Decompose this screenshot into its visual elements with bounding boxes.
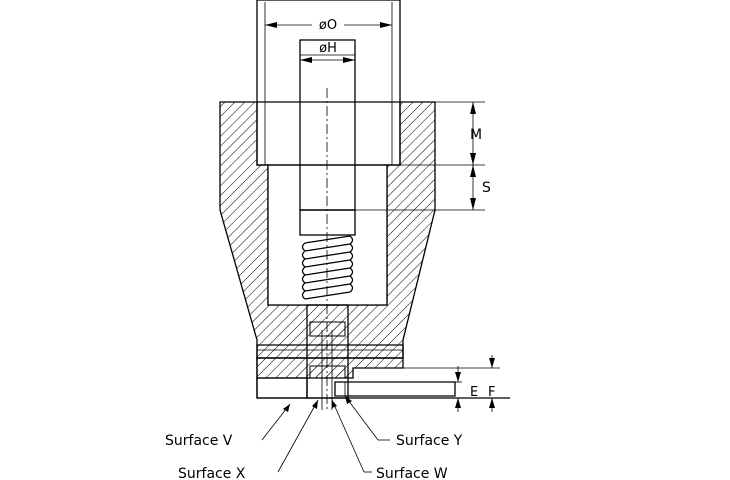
dimension-m: M [470,102,482,165]
spring [301,235,354,303]
pin-tip [299,209,356,236]
leader-surface-w [331,399,372,473]
plunger-hatch-top [309,321,346,337]
dimension-h: øH [300,41,355,63]
dimension-s: S [470,165,491,210]
leader-surface-y [344,395,390,441]
dimension-o: øO [264,2,393,165]
dimension-h-label: øH [319,41,337,56]
surface-x-label: Surface X [178,466,246,480]
leader-surface-x [277,399,319,473]
dimension-e-label: E [470,385,478,400]
dimension-e: E [455,366,478,412]
surface-y-label: Surface Y [396,433,463,449]
surface-y-plate [334,381,456,397]
surface-v-label: Surface V [165,433,233,449]
base-hatched [256,357,404,379]
leader-surface-v [261,403,291,441]
base-plate [256,377,308,399]
dimension-f-label: F [488,385,495,400]
surface-w-label: Surface W [376,466,448,480]
dimension-f: F [403,355,500,412]
dimension-s-label: S [482,180,491,196]
dimension-m-label: M [470,127,482,143]
dimension-o-label: øO [319,18,337,33]
